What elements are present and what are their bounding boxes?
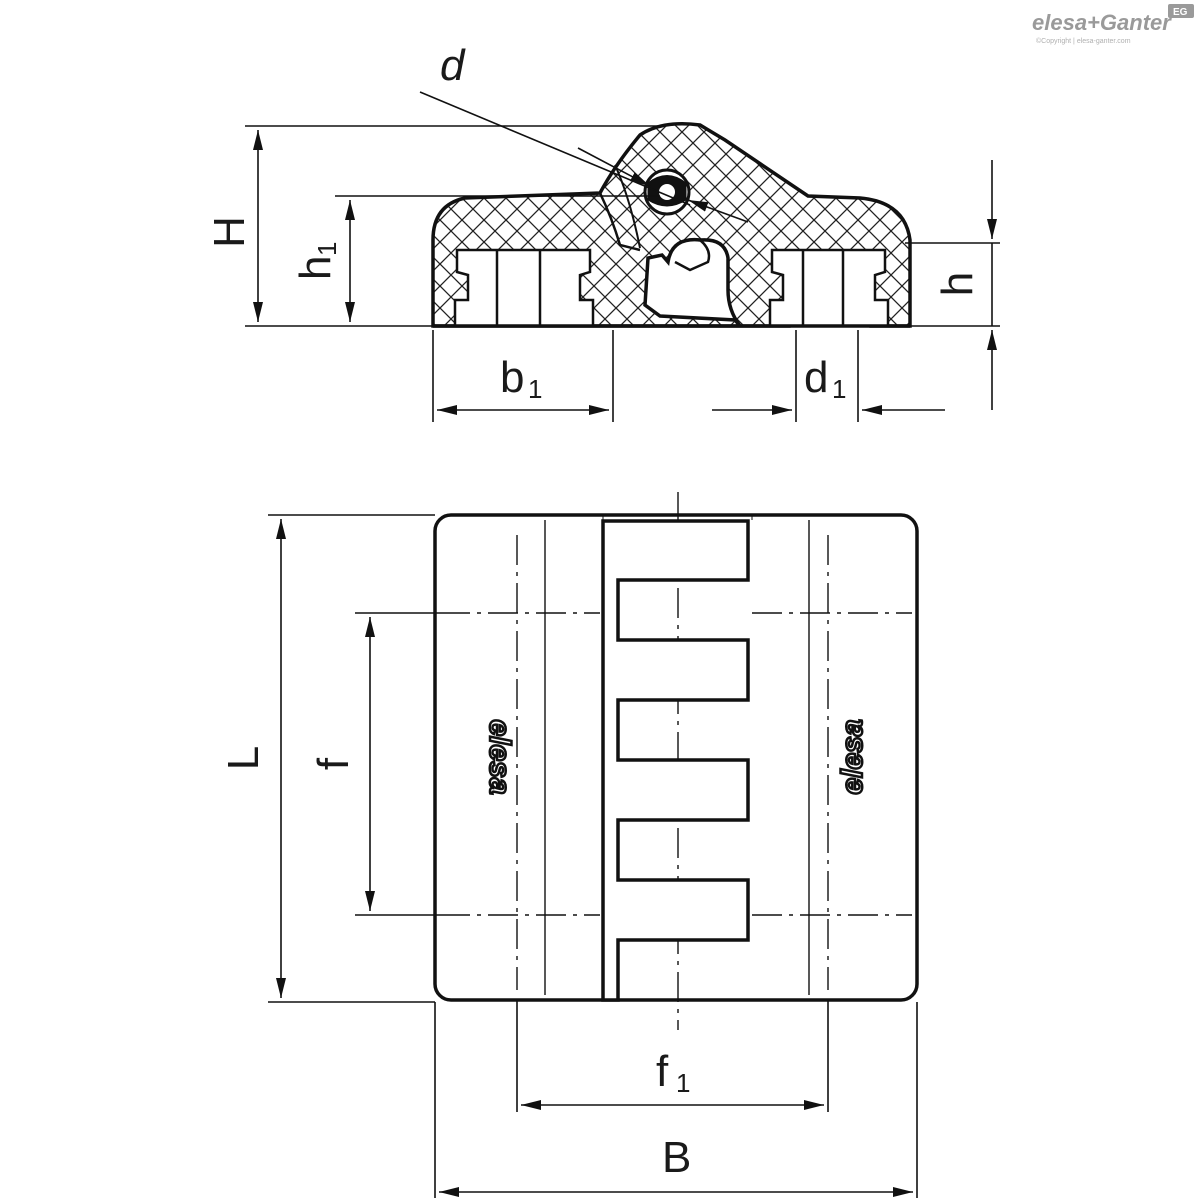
label-f: f (309, 757, 358, 770)
label-L: L (219, 746, 268, 770)
label-h: h (933, 272, 982, 296)
brand-logo: elesa+Ganter EG ©Copyright | elesa-gante… (1032, 4, 1194, 45)
left-slot (453, 248, 595, 328)
plan-labels: L f f 1 B (219, 746, 691, 1182)
brand-badge: EG (1173, 7, 1188, 18)
part-logo-right: elesa (835, 718, 871, 796)
label-h1-sub: 1 (312, 242, 342, 256)
part-logo-left: elesa (482, 718, 518, 796)
label-b1-sub: 1 (528, 374, 542, 404)
right-slot (768, 248, 890, 328)
label-b1-main: b (500, 353, 524, 402)
section-view (431, 122, 912, 328)
label-d1-main: d (804, 353, 828, 402)
plan-outline (433, 513, 919, 1002)
svg-text:elesa: elesa (836, 719, 869, 794)
label-B: B (662, 1133, 691, 1182)
label-f1-main: f (656, 1047, 669, 1096)
svg-text:elesa: elesa (483, 719, 516, 794)
brand-copyright: ©Copyright | elesa-ganter.com (1036, 37, 1131, 45)
plan-comb (601, 519, 750, 1002)
hinge-knuckle-comb (601, 519, 750, 1002)
label-h1-main: h (291, 256, 340, 280)
label-H: H (205, 216, 254, 248)
label-d1-sub: 1 (832, 374, 846, 404)
label-d: d (440, 41, 466, 90)
section-labels: d H h 1 h b 1 d 1 (205, 41, 982, 404)
brand-name: elesa+Ganter (1032, 10, 1172, 35)
plan-dimension-lines (268, 514, 918, 1198)
section-dimension-lines (245, 91, 1000, 422)
label-f1-sub: 1 (676, 1068, 690, 1098)
brand-badge-box (1168, 4, 1194, 18)
plan-view (433, 492, 919, 1030)
